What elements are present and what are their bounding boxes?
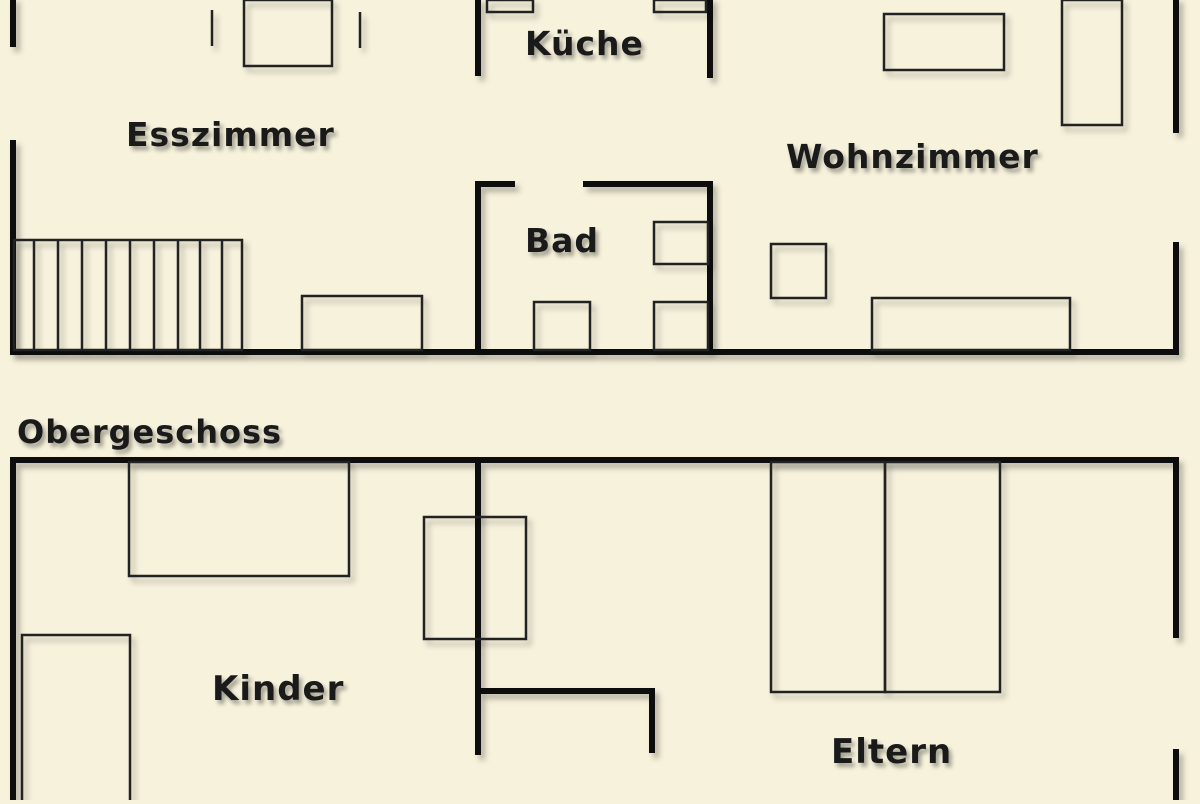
room-label-eltern: Eltern xyxy=(831,732,953,772)
ground-floor-furniture xyxy=(12,0,1124,352)
kinder-desk xyxy=(127,460,351,578)
hall-cabinet xyxy=(422,515,528,641)
bath-cabinet-top xyxy=(652,220,710,266)
upper-floor-walls xyxy=(10,457,1179,803)
bath-sink xyxy=(652,300,710,352)
floor-label-obergeschoss: Obergeschoss xyxy=(17,413,283,451)
dining-table xyxy=(242,0,334,68)
eltern-bed-right xyxy=(883,460,1002,694)
room-label-kinder: Kinder xyxy=(212,669,345,709)
kinder-bed xyxy=(20,633,132,804)
room-label-bad: Bad xyxy=(525,221,600,260)
dining-sideboard xyxy=(300,294,424,352)
kitchen-counter-left xyxy=(485,0,535,14)
kitchen-counter-right xyxy=(652,0,708,14)
bathroom-wall xyxy=(475,181,515,355)
staircase xyxy=(12,238,244,352)
living-shelf xyxy=(1060,0,1124,127)
room-label-esszimmer: Esszimmer xyxy=(126,115,335,154)
living-sofa xyxy=(870,296,1072,352)
room-label-kueche: Küche xyxy=(525,24,644,63)
closet-wall xyxy=(475,688,655,753)
upper-floor-furniture xyxy=(20,460,1002,804)
ground-floor-walls xyxy=(10,0,1179,355)
bathroom-wall-right xyxy=(583,181,713,355)
living-coffee-table xyxy=(882,12,1006,72)
eltern-bed-left xyxy=(769,460,887,694)
living-armchair xyxy=(769,242,828,300)
bath-toilet xyxy=(532,300,592,352)
room-label-wohnzimmer: Wohnzimmer xyxy=(786,137,1039,176)
